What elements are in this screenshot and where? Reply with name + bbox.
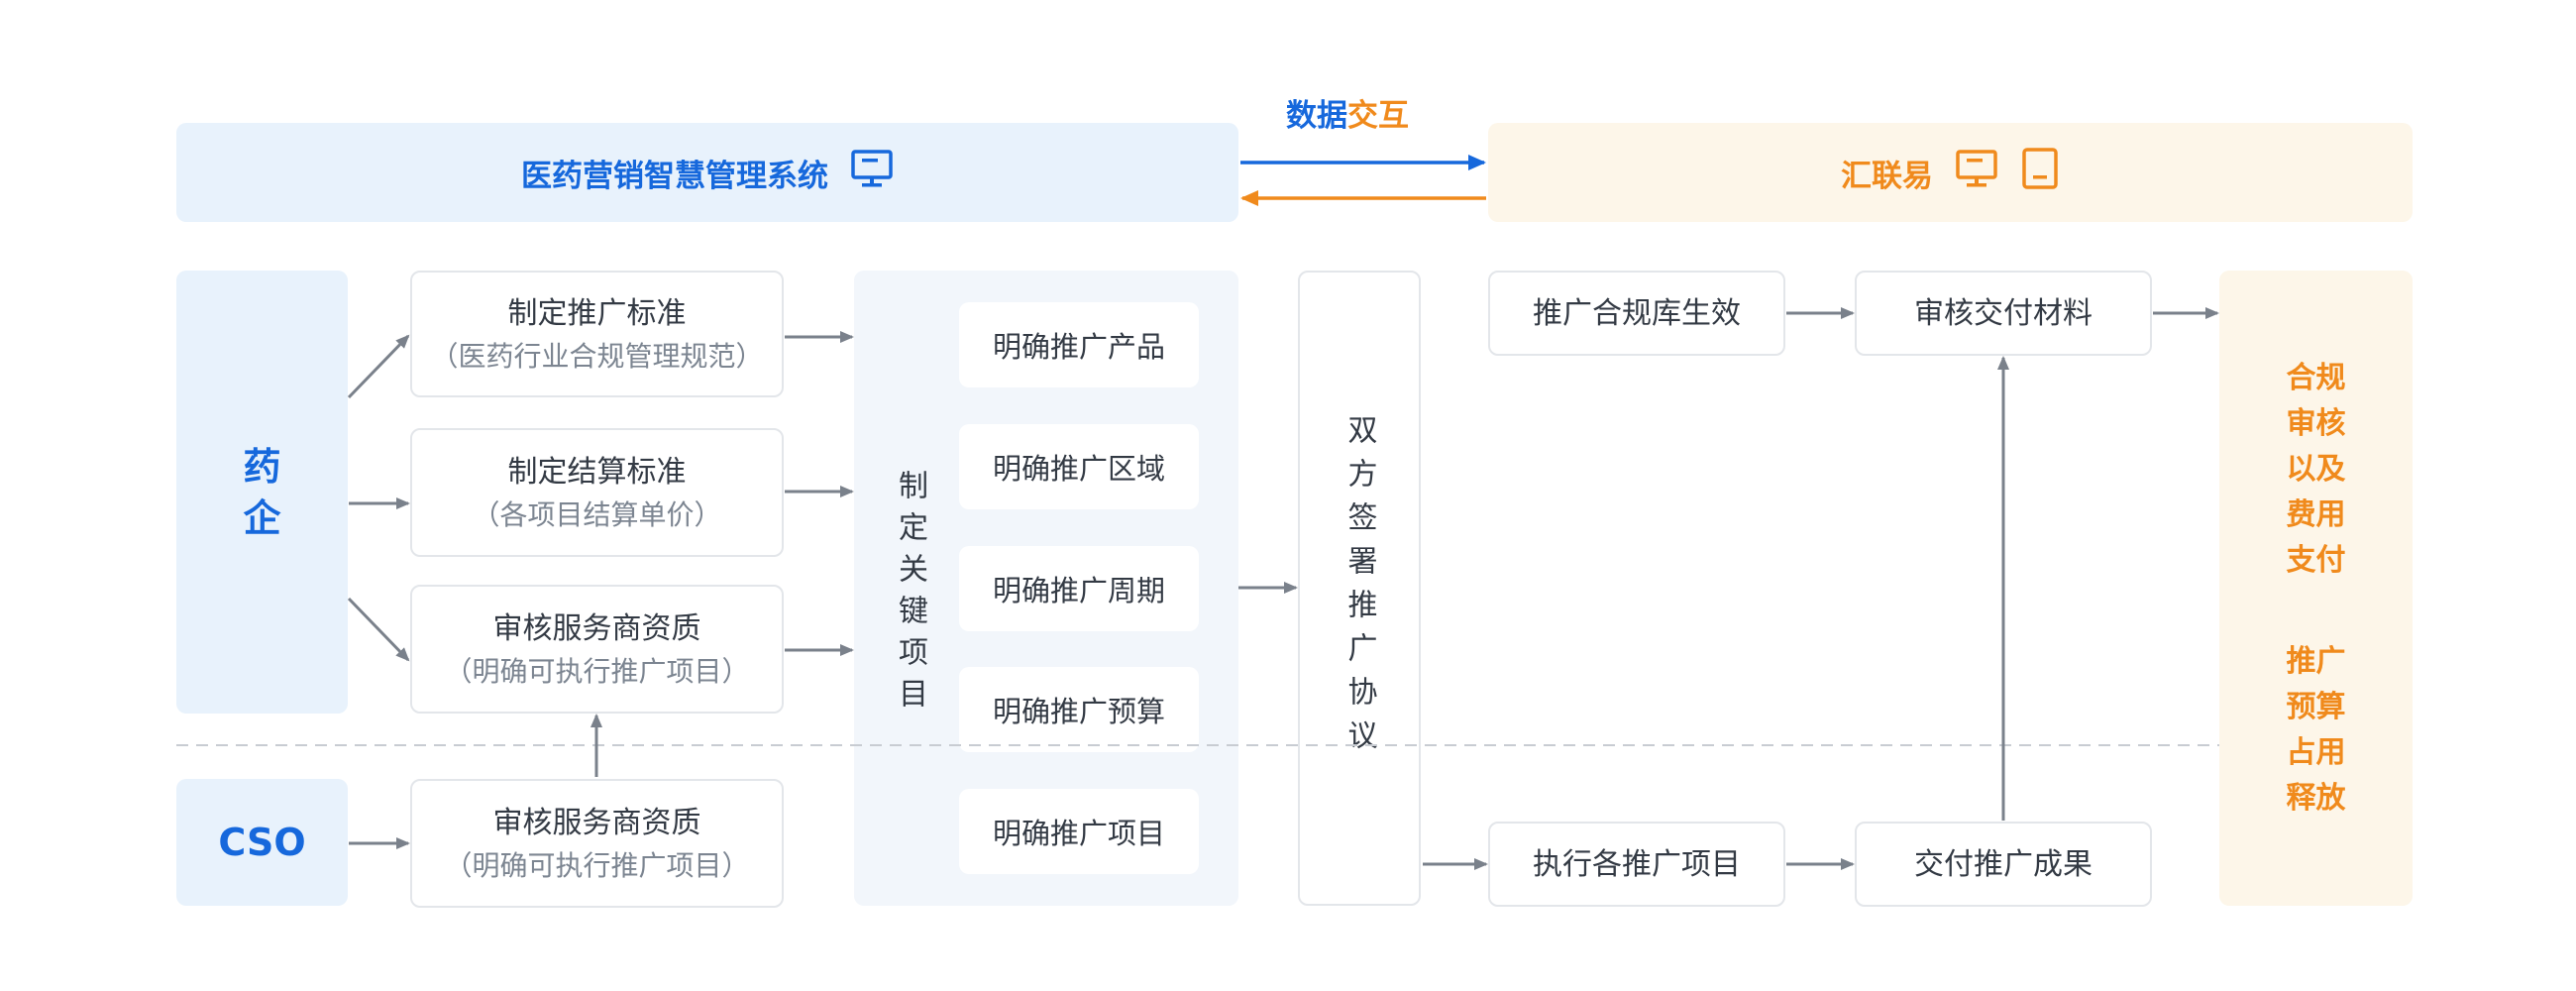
- standard-node-settlement: 制定结算标准 （各项目结算单价）: [410, 428, 784, 557]
- flow-compliance-effective: 推广合规库生效: [1488, 271, 1785, 356]
- agreement-column: 双方签署推广协议: [1298, 271, 1421, 906]
- result-line: 支付: [2286, 542, 2346, 578]
- data-exchange-label: 数据交互: [1238, 87, 1456, 137]
- key-item-region: 明确推广区域: [959, 424, 1199, 509]
- agreement-label: 双方签署推广协议: [1342, 413, 1377, 763]
- monitor-icon: [1955, 147, 1998, 198]
- key-item-product: 明确推广产品: [959, 302, 1199, 387]
- result-line: 预算: [2286, 689, 2346, 724]
- exchange-label-data: 数据: [1286, 97, 1347, 134]
- result-line: 推广: [2286, 643, 2346, 679]
- result-line: 合规: [2286, 360, 2346, 395]
- result-column: 合规 审核 以及 费用 支付 推广 预算 占用 释放: [2219, 271, 2413, 906]
- result-line: 以及: [2286, 451, 2346, 487]
- arrow-pharma-to-qualification: [347, 597, 410, 662]
- actor-cso-label: CSO: [218, 821, 306, 864]
- node-subtitle: （医药行业合规管理规范）: [430, 339, 764, 373]
- result-group-payment: 合规 审核 以及 费用 支付: [2287, 356, 2346, 584]
- result-line: 占用: [2286, 734, 2346, 770]
- node-title: 制定结算标准: [507, 454, 687, 490]
- left-system-bar: 医药营销智慧管理系统: [176, 123, 1238, 222]
- result-line: 审核: [2286, 405, 2346, 441]
- exchange-label-interact: 交互: [1347, 97, 1409, 134]
- node-subtitle: （各项目结算单价）: [472, 497, 722, 531]
- node-title: 审核服务商资质: [492, 805, 701, 840]
- flow-execute-projects: 执行各推广项目: [1488, 822, 1785, 907]
- arrow-pharma-to-standard: [347, 334, 410, 399]
- result-line: 释放: [2286, 780, 2346, 816]
- key-item-budget: 明确推广预算: [959, 667, 1199, 752]
- left-system-title: 医药营销智慧管理系统: [521, 158, 828, 194]
- key-item-period: 明确推广周期: [959, 546, 1199, 631]
- result-group-budget: 推广 预算 占用 释放: [2287, 639, 2346, 822]
- flow-review-materials: 审核交付材料: [1855, 271, 2152, 356]
- node-subtitle: （明确可执行推广项目）: [444, 848, 750, 882]
- key-items-label: 制定关键项目: [893, 470, 927, 719]
- actor-pharma: 药 企: [176, 271, 348, 714]
- node-subtitle: （明确可执行推广项目）: [444, 654, 750, 688]
- standard-node-promotion: 制定推广标准 （医药行业合规管理规范）: [410, 271, 784, 397]
- flow-deliver-results: 交付推广成果: [1855, 822, 2152, 907]
- actor-pharma-label: 药 企: [243, 444, 281, 540]
- node-title: 审核服务商资质: [492, 610, 701, 646]
- monitor-icon: [850, 147, 894, 198]
- tablet-icon: [2020, 147, 2060, 198]
- cso-qualification-node: 审核服务商资质 （明确可执行推广项目）: [410, 779, 784, 908]
- key-item-project: 明确推广项目: [959, 789, 1199, 874]
- right-system-title: 汇联易: [1841, 158, 1933, 194]
- result-line: 费用: [2286, 496, 2346, 532]
- right-system-bar: 汇联易: [1488, 123, 2413, 222]
- node-title: 制定推广标准: [507, 295, 687, 331]
- standard-node-qualification: 审核服务商资质 （明确可执行推广项目）: [410, 585, 784, 714]
- actor-cso: CSO: [176, 779, 348, 906]
